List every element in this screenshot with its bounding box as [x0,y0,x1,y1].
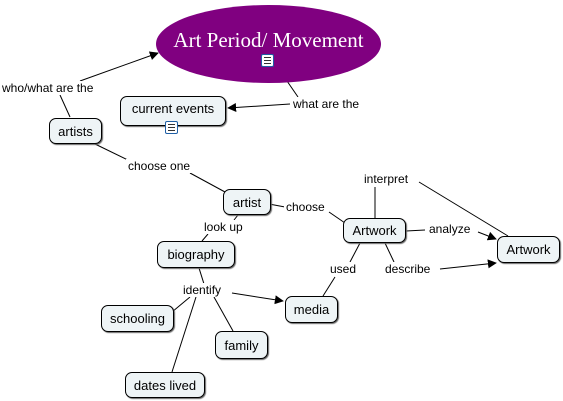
node-artist[interactable]: artist [223,189,271,215]
link-line [189,172,226,193]
link-label-analyze: analyze [427,222,473,236]
link-arrow [79,51,159,82]
node-biography[interactable]: biography [157,241,235,268]
node-label: media [293,302,330,317]
node-label: Artwork [506,242,551,257]
link-label-interpret: interpret [362,172,411,186]
link-line [201,233,209,242]
document-icon[interactable] [261,54,274,67]
link-line [94,143,129,161]
link-line [286,80,299,98]
link-label-choose: choose [284,200,327,214]
link-label-used: used [328,262,359,276]
link-label-look-up: look up [202,220,245,234]
link-arrow [227,102,291,112]
root-node-art-period[interactable]: Art Period/ Movement [156,5,381,83]
node-label: dates lived [133,377,197,393]
node-dates-lived[interactable]: dates lived [125,372,205,398]
node-label: current events [131,101,215,116]
node-current-events[interactable]: current events [120,96,226,134]
link-line [384,242,395,263]
link-label-describe: describe [383,262,433,276]
node-label: biography [167,247,225,262]
link-line [328,211,346,224]
node-family[interactable]: family [215,331,268,359]
link-line [171,296,197,373]
document-icon[interactable] [165,121,178,134]
node-label: artist [232,194,262,210]
node-label: schooling [110,311,165,326]
node-label: family [224,337,259,353]
node-label: artists [58,123,93,139]
root-title: Art Period/ Movement [173,28,364,52]
link-line [213,296,234,332]
node-media[interactable]: media [285,296,338,323]
link-label-identify: identify [181,283,224,297]
link-line [418,181,509,237]
link-line [349,242,361,263]
node-artwork-result[interactable]: Artwork [497,236,560,263]
link-line [233,214,239,221]
link-line [59,94,71,118]
link-label-who-what-are-the: who/what are the [0,81,96,95]
link-line [405,229,426,232]
link-line [322,276,336,297]
link-arrow [477,231,497,241]
link-line [171,296,191,313]
link-line [268,203,286,208]
node-artists[interactable]: artists [49,118,102,144]
link-label-what-are-the: what are the [291,97,362,111]
node-artwork[interactable]: Artwork [343,218,406,243]
link-arrow [231,292,284,305]
node-label: Artwork [352,223,397,238]
link-label-choose-one: choose one [126,159,193,173]
link-arrow [439,259,497,270]
node-schooling[interactable]: schooling [101,305,174,332]
link-line [198,267,205,285]
